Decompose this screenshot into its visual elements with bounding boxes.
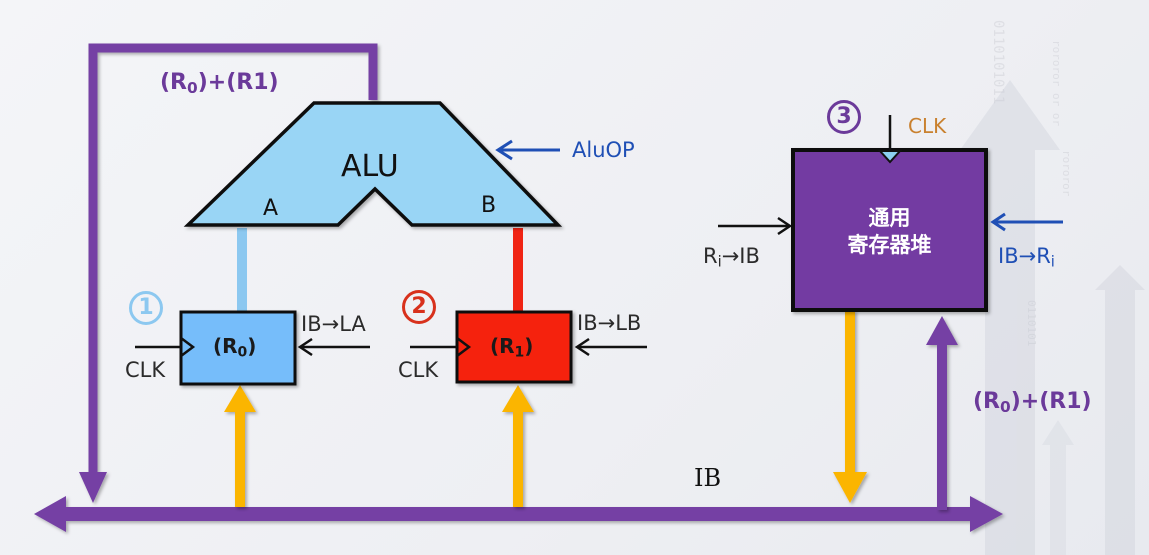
register-r1-label: (R1) [490, 336, 533, 360]
r1-clock-triangle [456, 337, 472, 357]
step-1-badge: 1 [129, 291, 163, 325]
binary-watermark: 0110101 [1025, 300, 1038, 346]
regfile-out-signal-sub: i [717, 253, 722, 271]
regfile-in-signal-label: IB→Ri [998, 246, 1055, 270]
bus-label: IB [694, 464, 722, 492]
bus-left-arrowhead [34, 496, 66, 532]
r1-load-signal-label: IB→LB [577, 311, 642, 335]
alu-port-b-label: B [481, 193, 497, 218]
feedback-label-right-sub: 0 [1000, 397, 1011, 416]
bus-right-arrowhead [970, 496, 1003, 532]
register-file-label: 通用 寄存器堆 [793, 205, 986, 260]
feedback-label-top-prefix: (R [160, 70, 187, 95]
regfile-out-signal-label: Ri→IB [703, 246, 760, 270]
register-r0[interactable] [179, 310, 297, 386]
regfile-to-bus-arrow [833, 310, 867, 503]
bus-to-r1-arrow [502, 385, 534, 507]
r0-load-signal-label: IB→LA [301, 312, 366, 336]
feedback-label-right: (R0)+(R1) [973, 391, 1092, 415]
regfile-in-signal-sub: i [1050, 253, 1055, 271]
alu-block [183, 101, 563, 227]
r0-clk-label: CLK [125, 358, 166, 382]
r0-load-arrowhead [297, 337, 313, 357]
internal-bus[interactable] [34, 496, 1003, 532]
feedback-label-right-suffix: )+(R1) [1010, 389, 1092, 414]
regfile-clk-label: CLK [908, 114, 947, 138]
feedback-label-right-prefix: (R [973, 389, 1000, 414]
bus-to-r0-arrow [224, 385, 256, 507]
binary-watermark: rororor or or [1050, 40, 1063, 127]
aluop-label: AluOP [572, 138, 635, 162]
register-file-label-line1: 通用 [868, 206, 911, 230]
r1-label-prefix: (R [490, 334, 515, 358]
register-file-label-line2: 寄存器堆 [847, 233, 932, 258]
regfile-out-signal-suffix: →IB [721, 244, 760, 268]
step-2-badge: 2 [402, 290, 436, 324]
feedback-arrowhead [79, 472, 107, 503]
regfile-clock-triangle [877, 150, 903, 164]
register-r0-label: (R0) [213, 336, 256, 360]
feedback-label-top-suffix: )+(R1) [197, 70, 279, 95]
r0-clock-triangle [180, 337, 196, 357]
register-r1[interactable] [455, 310, 573, 384]
regfile-in-control-arrowhead [990, 212, 1006, 232]
r0-to-alu-a-wire [237, 228, 247, 312]
feedback-label-top-sub: 0 [187, 78, 198, 97]
alu-output-feedback-path [79, 43, 378, 503]
alu-label: ALU [341, 149, 399, 184]
r1-label-suffix: ) [524, 334, 534, 358]
aluop-control-arrow [495, 139, 560, 161]
r1-clk-label: CLK [398, 358, 439, 382]
regfile-out-control-arrowhead [777, 216, 793, 236]
binary-watermark: 0110101011 [990, 20, 1006, 105]
regfile-out-signal-prefix: R [703, 244, 718, 268]
r0-label-sub: 0 [237, 344, 248, 361]
feedback-label-top: (R0)+(R1) [160, 72, 279, 96]
binary-watermark: rororor [1060, 150, 1073, 197]
alu-port-a-label: A [263, 196, 279, 221]
regfile-in-signal-prefix: IB→R [998, 244, 1051, 268]
r1-label-sub: 1 [514, 344, 525, 361]
r0-label-suffix: ) [247, 334, 257, 358]
bus-to-regfile-arrow [926, 316, 958, 510]
r0-label-prefix: (R [213, 334, 238, 358]
step-3-badge: 3 [827, 100, 861, 134]
r1-to-alu-b-wire [513, 228, 523, 312]
r1-load-arrowhead [574, 337, 590, 357]
register-file-block[interactable] [791, 148, 988, 312]
